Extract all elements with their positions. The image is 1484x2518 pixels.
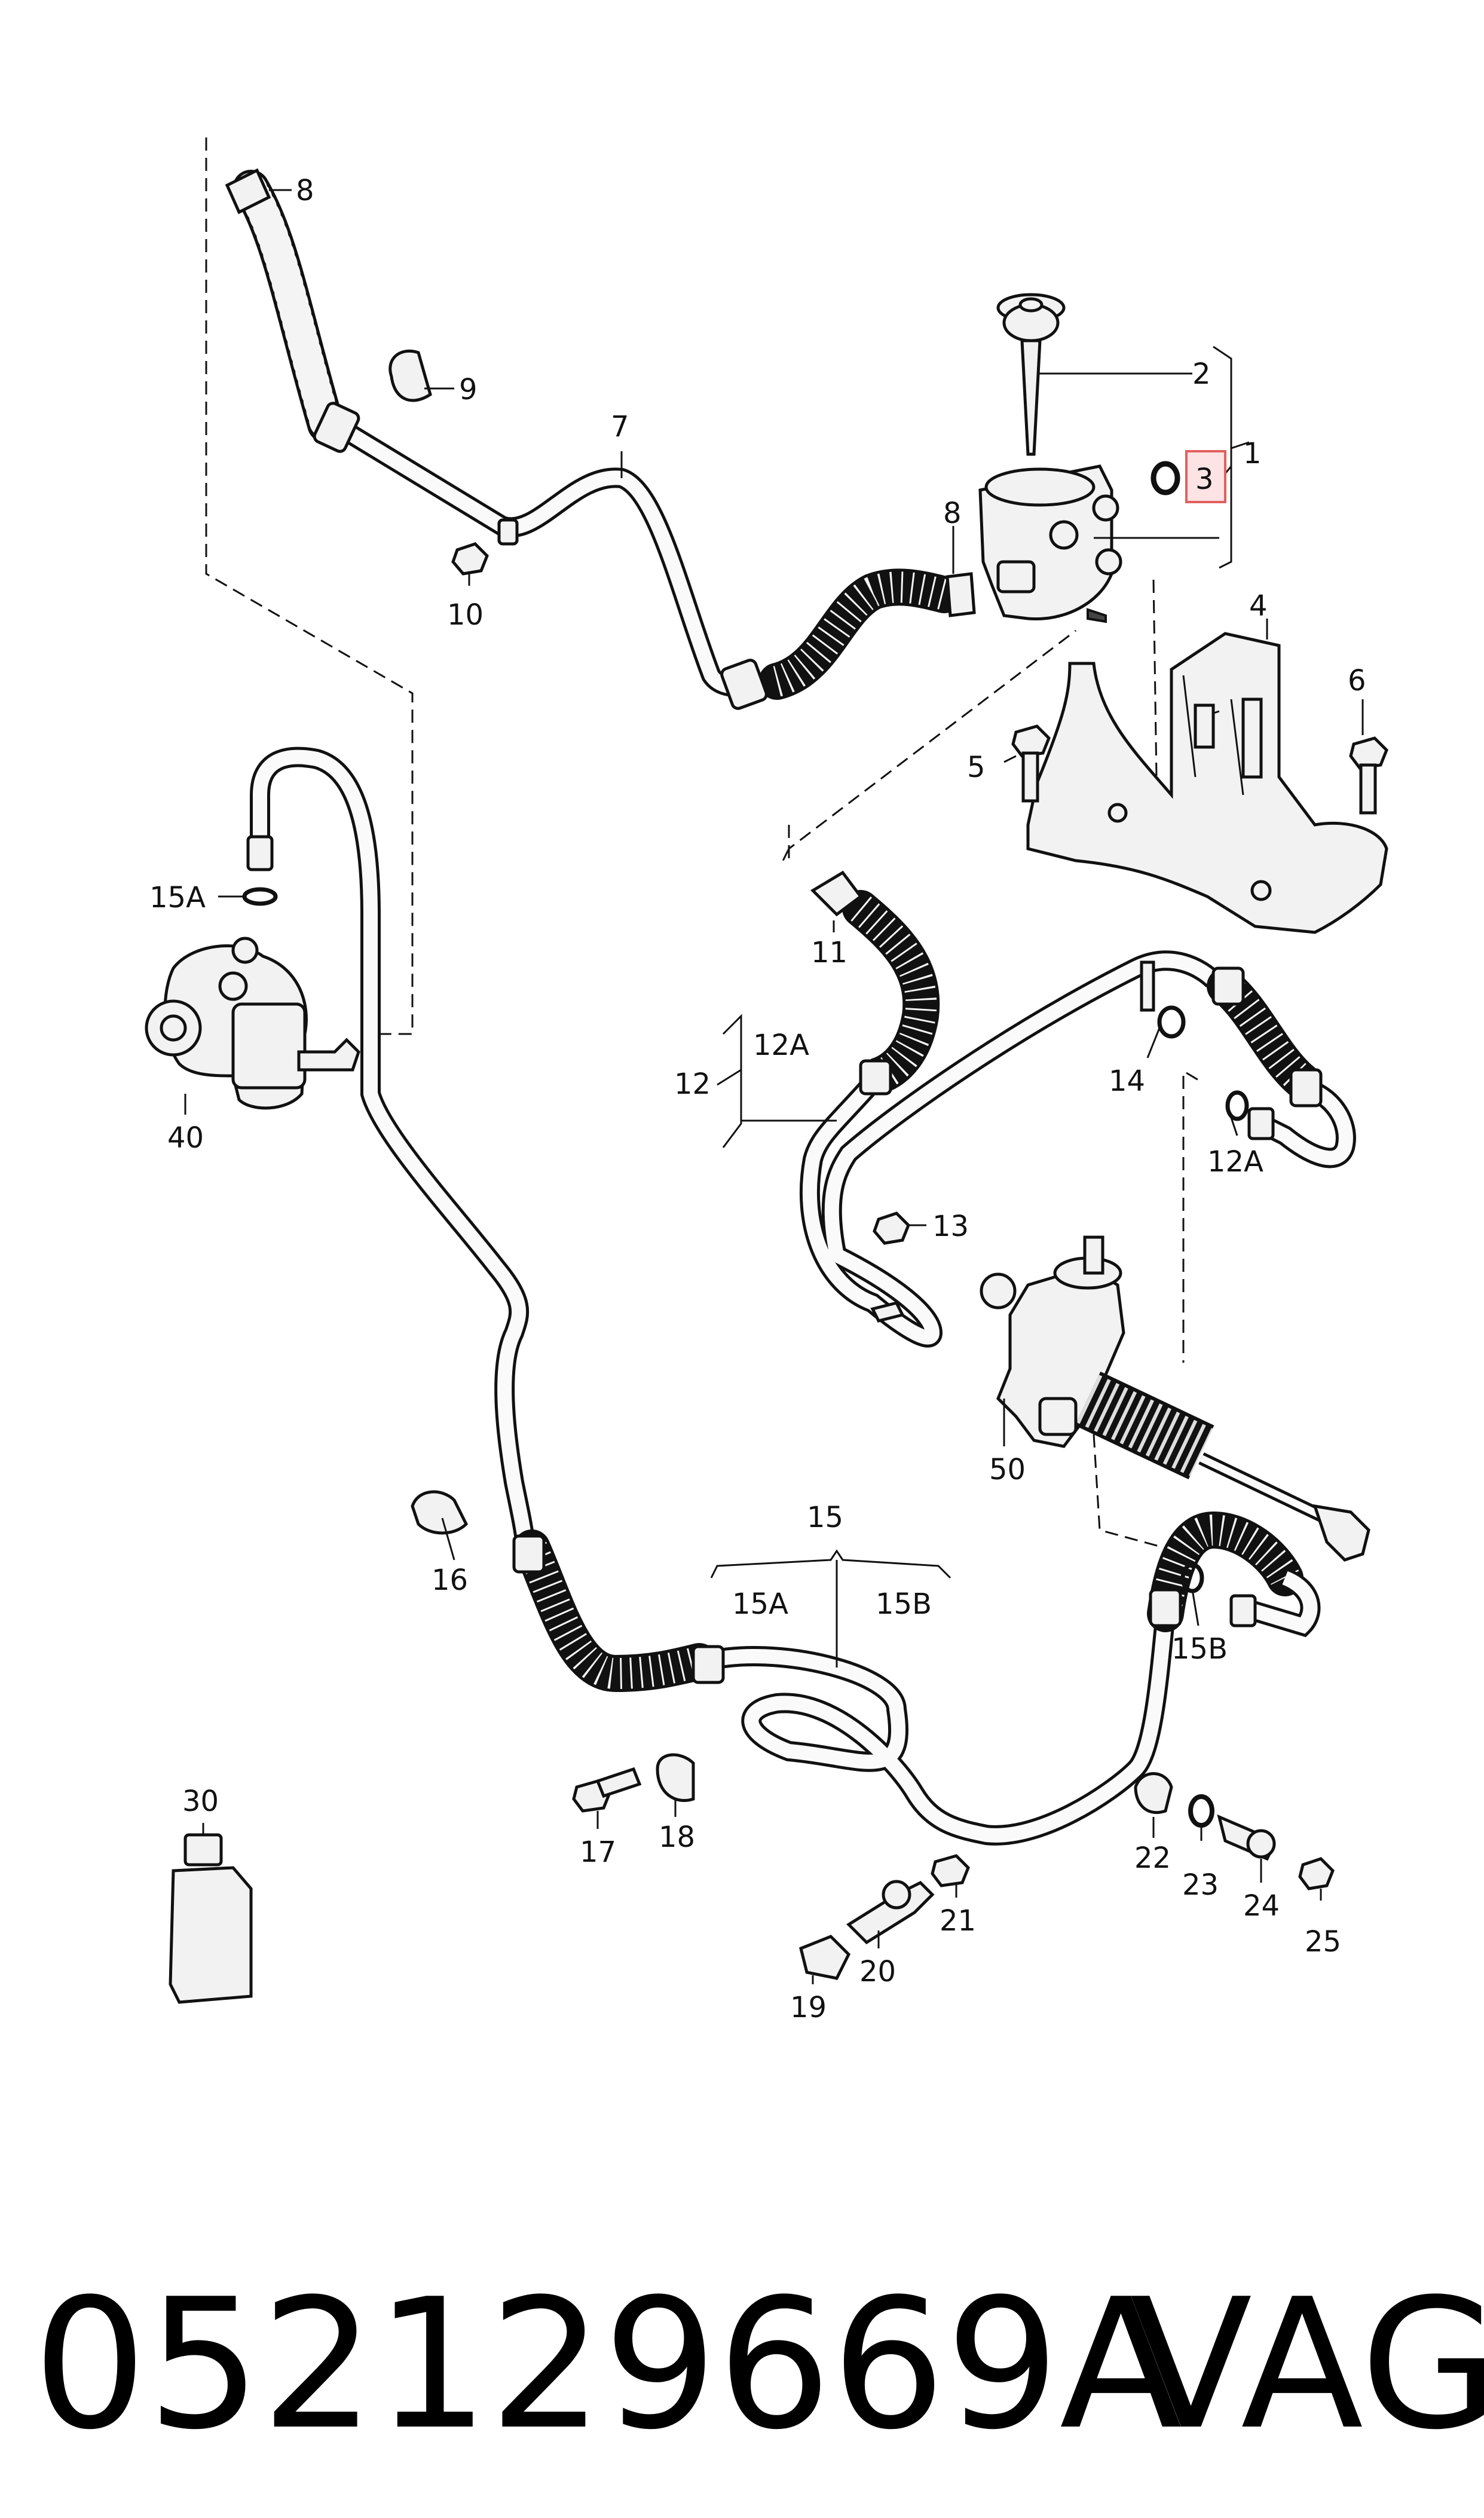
label-12A-left: 12A bbox=[753, 1029, 809, 1062]
label-15A-bracket: 15A bbox=[732, 1587, 788, 1621]
bracket-4 bbox=[1026, 632, 1388, 934]
bolt-24 bbox=[1217, 1814, 1276, 1861]
washer-14 bbox=[1157, 1005, 1186, 1039]
label-4: 4 bbox=[1249, 589, 1268, 623]
clip-18 bbox=[656, 1753, 695, 1803]
label-16: 16 bbox=[432, 1564, 468, 1597]
nut-21 bbox=[931, 1854, 970, 1887]
part-labels: 1 2 3 4 5 6 7 8 8 9 10 11 12 12A 12A 13 … bbox=[149, 174, 1366, 2024]
o-ring-15A bbox=[242, 887, 278, 906]
label-1: 1 bbox=[1243, 437, 1262, 470]
label-3: 3 bbox=[1195, 463, 1214, 496]
label-2: 2 bbox=[1192, 357, 1211, 391]
hose-clamp-11 bbox=[810, 870, 863, 917]
fluid-bottle-30 bbox=[169, 1833, 253, 2004]
label-15A-left: 15A bbox=[149, 881, 206, 914]
bolt-6 bbox=[1349, 736, 1388, 815]
highlight-box-3 bbox=[1185, 450, 1226, 503]
label-5: 5 bbox=[967, 751, 986, 784]
clip-9 bbox=[388, 349, 432, 402]
o-ring-12A bbox=[1225, 1090, 1249, 1121]
label-7: 7 bbox=[611, 410, 629, 443]
label-14: 14 bbox=[1109, 1064, 1145, 1098]
hose-12 bbox=[799, 890, 1356, 1348]
clip-16 bbox=[411, 1490, 469, 1535]
label-6: 6 bbox=[1348, 664, 1366, 697]
return-hose-7 bbox=[232, 170, 963, 710]
part-number: 052129669A bbox=[33, 2260, 1183, 2469]
label-15B-bracket: 15B bbox=[876, 1587, 932, 1621]
nut-25 bbox=[1298, 1857, 1335, 1890]
label-23: 23 bbox=[1182, 1868, 1219, 1902]
bolt-17 bbox=[572, 1767, 642, 1813]
reservoir-assembly bbox=[978, 293, 1122, 623]
label-12A-right: 12A bbox=[1207, 1145, 1263, 1179]
label-8-top: 8 bbox=[296, 174, 314, 207]
label-40: 40 bbox=[167, 1121, 204, 1155]
pressure-hose-15 bbox=[246, 746, 1321, 1846]
label-15B-right: 15B bbox=[1171, 1632, 1228, 1666]
o-ring-3 bbox=[1151, 461, 1180, 495]
leader-lines bbox=[184, 189, 1364, 1984]
nut-10 bbox=[451, 542, 489, 576]
label-50: 50 bbox=[989, 1453, 1026, 1486]
label-19: 19 bbox=[790, 1991, 827, 2024]
label-17: 17 bbox=[580, 1835, 616, 1869]
label-24: 24 bbox=[1243, 1889, 1280, 1923]
label-21: 21 bbox=[940, 1904, 976, 1938]
steering-rack-50 bbox=[980, 1235, 1370, 1562]
bolt-5 bbox=[1011, 724, 1051, 803]
washer-23 bbox=[1188, 1794, 1214, 1828]
fitting-20 bbox=[846, 1880, 935, 1945]
nut-13 bbox=[873, 1211, 910, 1245]
label-30: 30 bbox=[182, 1785, 219, 1818]
steering-pump-40 bbox=[145, 937, 360, 1110]
hose-clamp-8-top bbox=[225, 168, 271, 215]
label-11: 11 bbox=[811, 936, 847, 969]
label-12: 12 bbox=[674, 1067, 711, 1101]
label-22: 22 bbox=[1134, 1841, 1171, 1875]
guide-lines bbox=[205, 137, 1202, 1549]
label-10: 10 bbox=[447, 598, 484, 632]
label-9: 9 bbox=[459, 373, 478, 406]
clamp-22 bbox=[1134, 1772, 1173, 1815]
clip-19 bbox=[799, 1935, 851, 1980]
brand-label: VAG bbox=[1130, 2260, 1484, 2469]
label-8-right: 8 bbox=[943, 497, 962, 530]
label-13: 13 bbox=[932, 1210, 969, 1243]
label-25: 25 bbox=[1305, 1925, 1341, 1959]
label-20: 20 bbox=[859, 1955, 896, 1988]
hose-clamp-8-right bbox=[946, 572, 976, 617]
label-15: 15 bbox=[807, 1501, 843, 1534]
label-18: 18 bbox=[659, 1821, 695, 1854]
